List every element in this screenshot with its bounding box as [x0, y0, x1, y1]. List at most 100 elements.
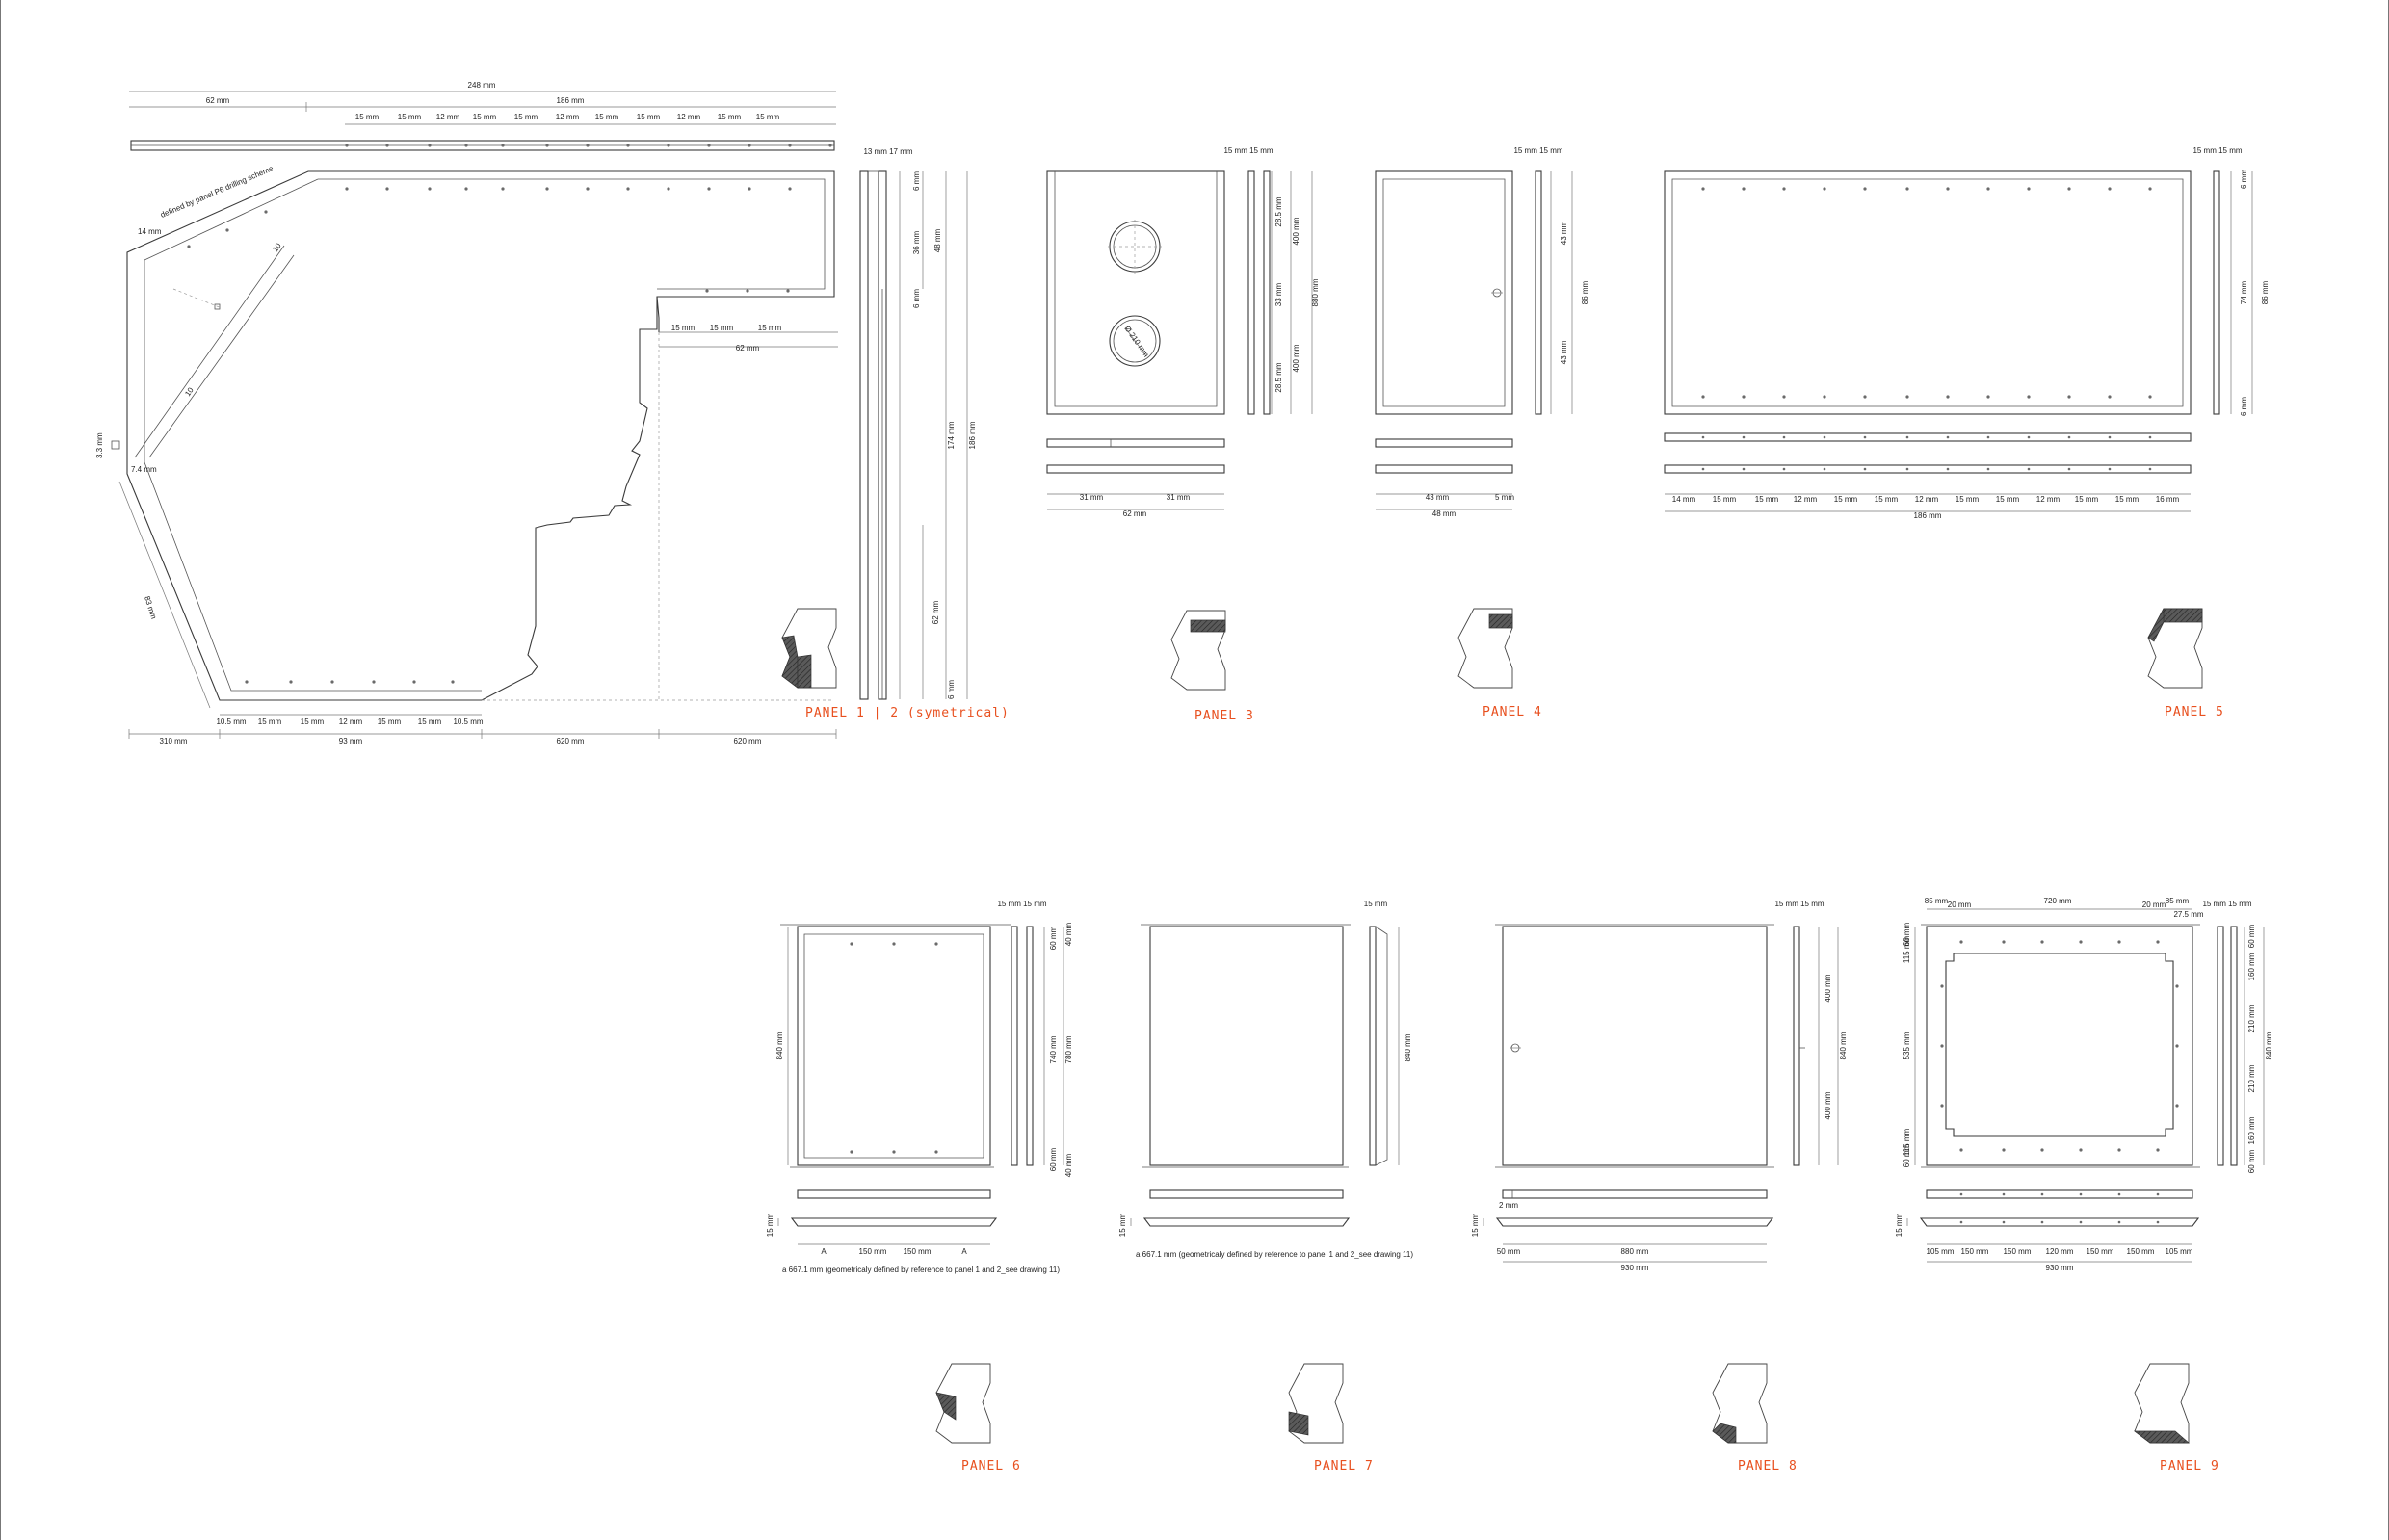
dim-text: 14 mm	[1672, 495, 1696, 504]
dim-text: 780 mm	[1064, 1035, 1073, 1063]
dim-text: 43 mm	[1426, 493, 1450, 502]
dim-text: 15 mm	[1118, 1213, 1127, 1237]
dim-text: 50 mm	[1497, 1247, 1521, 1256]
iso-thumbnail	[1712, 1363, 1768, 1444]
dim-text: 115 mm	[1903, 936, 1911, 964]
drill-hole	[2175, 1104, 2179, 1108]
dim-text: 7.4 mm	[131, 465, 157, 474]
dim-text: 12 mm	[2036, 495, 2061, 504]
drill-hole	[2148, 187, 2152, 191]
section-holes	[1959, 1192, 2160, 1224]
drill-hole	[2079, 940, 2083, 944]
drill-hole	[1946, 435, 1950, 439]
dim-text: 15 mm	[2115, 495, 2140, 504]
dim-text: 880 mm	[1311, 278, 1320, 306]
dim-text: 150 mm	[904, 1247, 932, 1256]
drill-hole	[2002, 940, 2006, 944]
panel-label: PANEL 8	[1738, 1459, 1798, 1474]
drill-hole	[2108, 467, 2112, 471]
drill-hole	[1701, 187, 1705, 191]
drill-hole	[1946, 467, 1950, 471]
dim-text: 15 mm	[595, 113, 619, 121]
drill-hole	[1905, 187, 1909, 191]
dim-text: 12 mm	[339, 718, 363, 726]
drill-hole	[1823, 395, 1826, 399]
dim-text: 400 mm	[1292, 344, 1300, 372]
drill-hole	[2067, 467, 2071, 471]
dim-text: 535 mm	[1903, 1031, 1911, 1059]
drill-hole	[892, 942, 896, 946]
dim-text: 160 mm	[2247, 953, 2256, 980]
drill-hole	[1782, 435, 1786, 439]
drill-hole	[586, 144, 590, 147]
drill-hole	[1742, 395, 1746, 399]
dim-text: 15 mm 15 mm	[1223, 146, 1273, 155]
dim-text: 248 mm	[468, 81, 496, 90]
dim-text: 186 mm	[968, 421, 977, 449]
dim-text: 62 mm	[932, 600, 940, 624]
drill-hole	[501, 144, 505, 147]
dim-text: 60 mm	[2247, 924, 2256, 948]
dim-text: 27.5 mm	[2173, 910, 2203, 919]
dim-text: 15 mm	[766, 1213, 774, 1237]
drill-hole	[705, 289, 709, 293]
dim-text: 85 mm	[2166, 897, 2190, 905]
drill-hole	[1863, 435, 1867, 439]
drill-hole	[850, 942, 853, 946]
drill-hole	[2067, 187, 2071, 191]
dim-text: 15 mm	[398, 113, 422, 121]
iso-thumbnail	[1170, 610, 1226, 691]
dim-text: 60 mm	[1903, 922, 1911, 946]
drill-hole	[1986, 187, 1990, 191]
dim-text: 40 mm	[1064, 1153, 1073, 1177]
drill-hole	[2027, 435, 2031, 439]
drill-hole	[2148, 435, 2152, 439]
dim-text: 6 mm	[2240, 397, 2248, 416]
panel-9: 85 mm 20 mm 720 mm 20 mm 85 mm 27.5 mm 1…	[1895, 897, 2273, 1474]
dim-text: 740 mm	[1049, 1035, 1058, 1063]
drill-hole	[1742, 467, 1746, 471]
dim-text: 840 mm	[1404, 1033, 1412, 1061]
drill-hole	[1823, 467, 1826, 471]
drill-hole	[707, 187, 711, 191]
dim-text: 15 mm	[1471, 1213, 1480, 1237]
drill-hole	[2040, 940, 2044, 944]
note-text: a 667.1 mm (geometricaly defined by refe…	[1136, 1250, 1413, 1259]
drill-hole	[412, 680, 416, 684]
dim-text: 60 mm	[2247, 1149, 2256, 1173]
drill-hole	[2117, 1220, 2121, 1224]
drill-hole	[1742, 435, 1746, 439]
dim-text: 60 mm	[1049, 926, 1058, 950]
drill-hole	[2079, 1220, 2083, 1224]
iso-thumbnail	[781, 608, 837, 689]
dim-text: 15 mm	[671, 324, 696, 332]
dim-text: 160 mm	[2247, 1116, 2256, 1144]
panel-6: 15 mm 15 mm 840 mm 60 mm 40 mm 740 mm 78…	[766, 900, 1073, 1474]
dim-text: 6 mm	[912, 289, 921, 308]
drill-hole	[1823, 435, 1826, 439]
drill-hole	[1863, 467, 1867, 471]
drill-hole	[788, 144, 792, 147]
dim-text: 15 mm 15 mm	[2202, 900, 2251, 908]
iso-thumbnail	[2133, 1363, 2190, 1444]
drill-hole	[225, 228, 229, 232]
dim-text: 20 mm	[1948, 901, 1972, 909]
drill-hole	[428, 144, 432, 147]
drill-hole	[187, 245, 191, 248]
drill-hole	[626, 187, 630, 191]
drill-hole	[2040, 1192, 2044, 1196]
drill-hole	[264, 210, 268, 214]
dim-text: 28.5 mm	[1274, 196, 1283, 226]
note-text: a 667.1 mm (geometricaly defined by refe…	[782, 1266, 1060, 1274]
drill-hole	[2108, 395, 2112, 399]
drill-hole	[345, 187, 349, 191]
dim-text: 31 mm	[1167, 493, 1191, 502]
drill-hole	[1701, 395, 1705, 399]
panel-label: PANEL 7	[1314, 1459, 1374, 1474]
dim-text: 15 mm	[1834, 495, 1858, 504]
dim-text: 86 mm	[1581, 280, 1589, 304]
drill-hole	[2040, 1220, 2044, 1224]
dim-text: 15 mm	[710, 324, 734, 332]
